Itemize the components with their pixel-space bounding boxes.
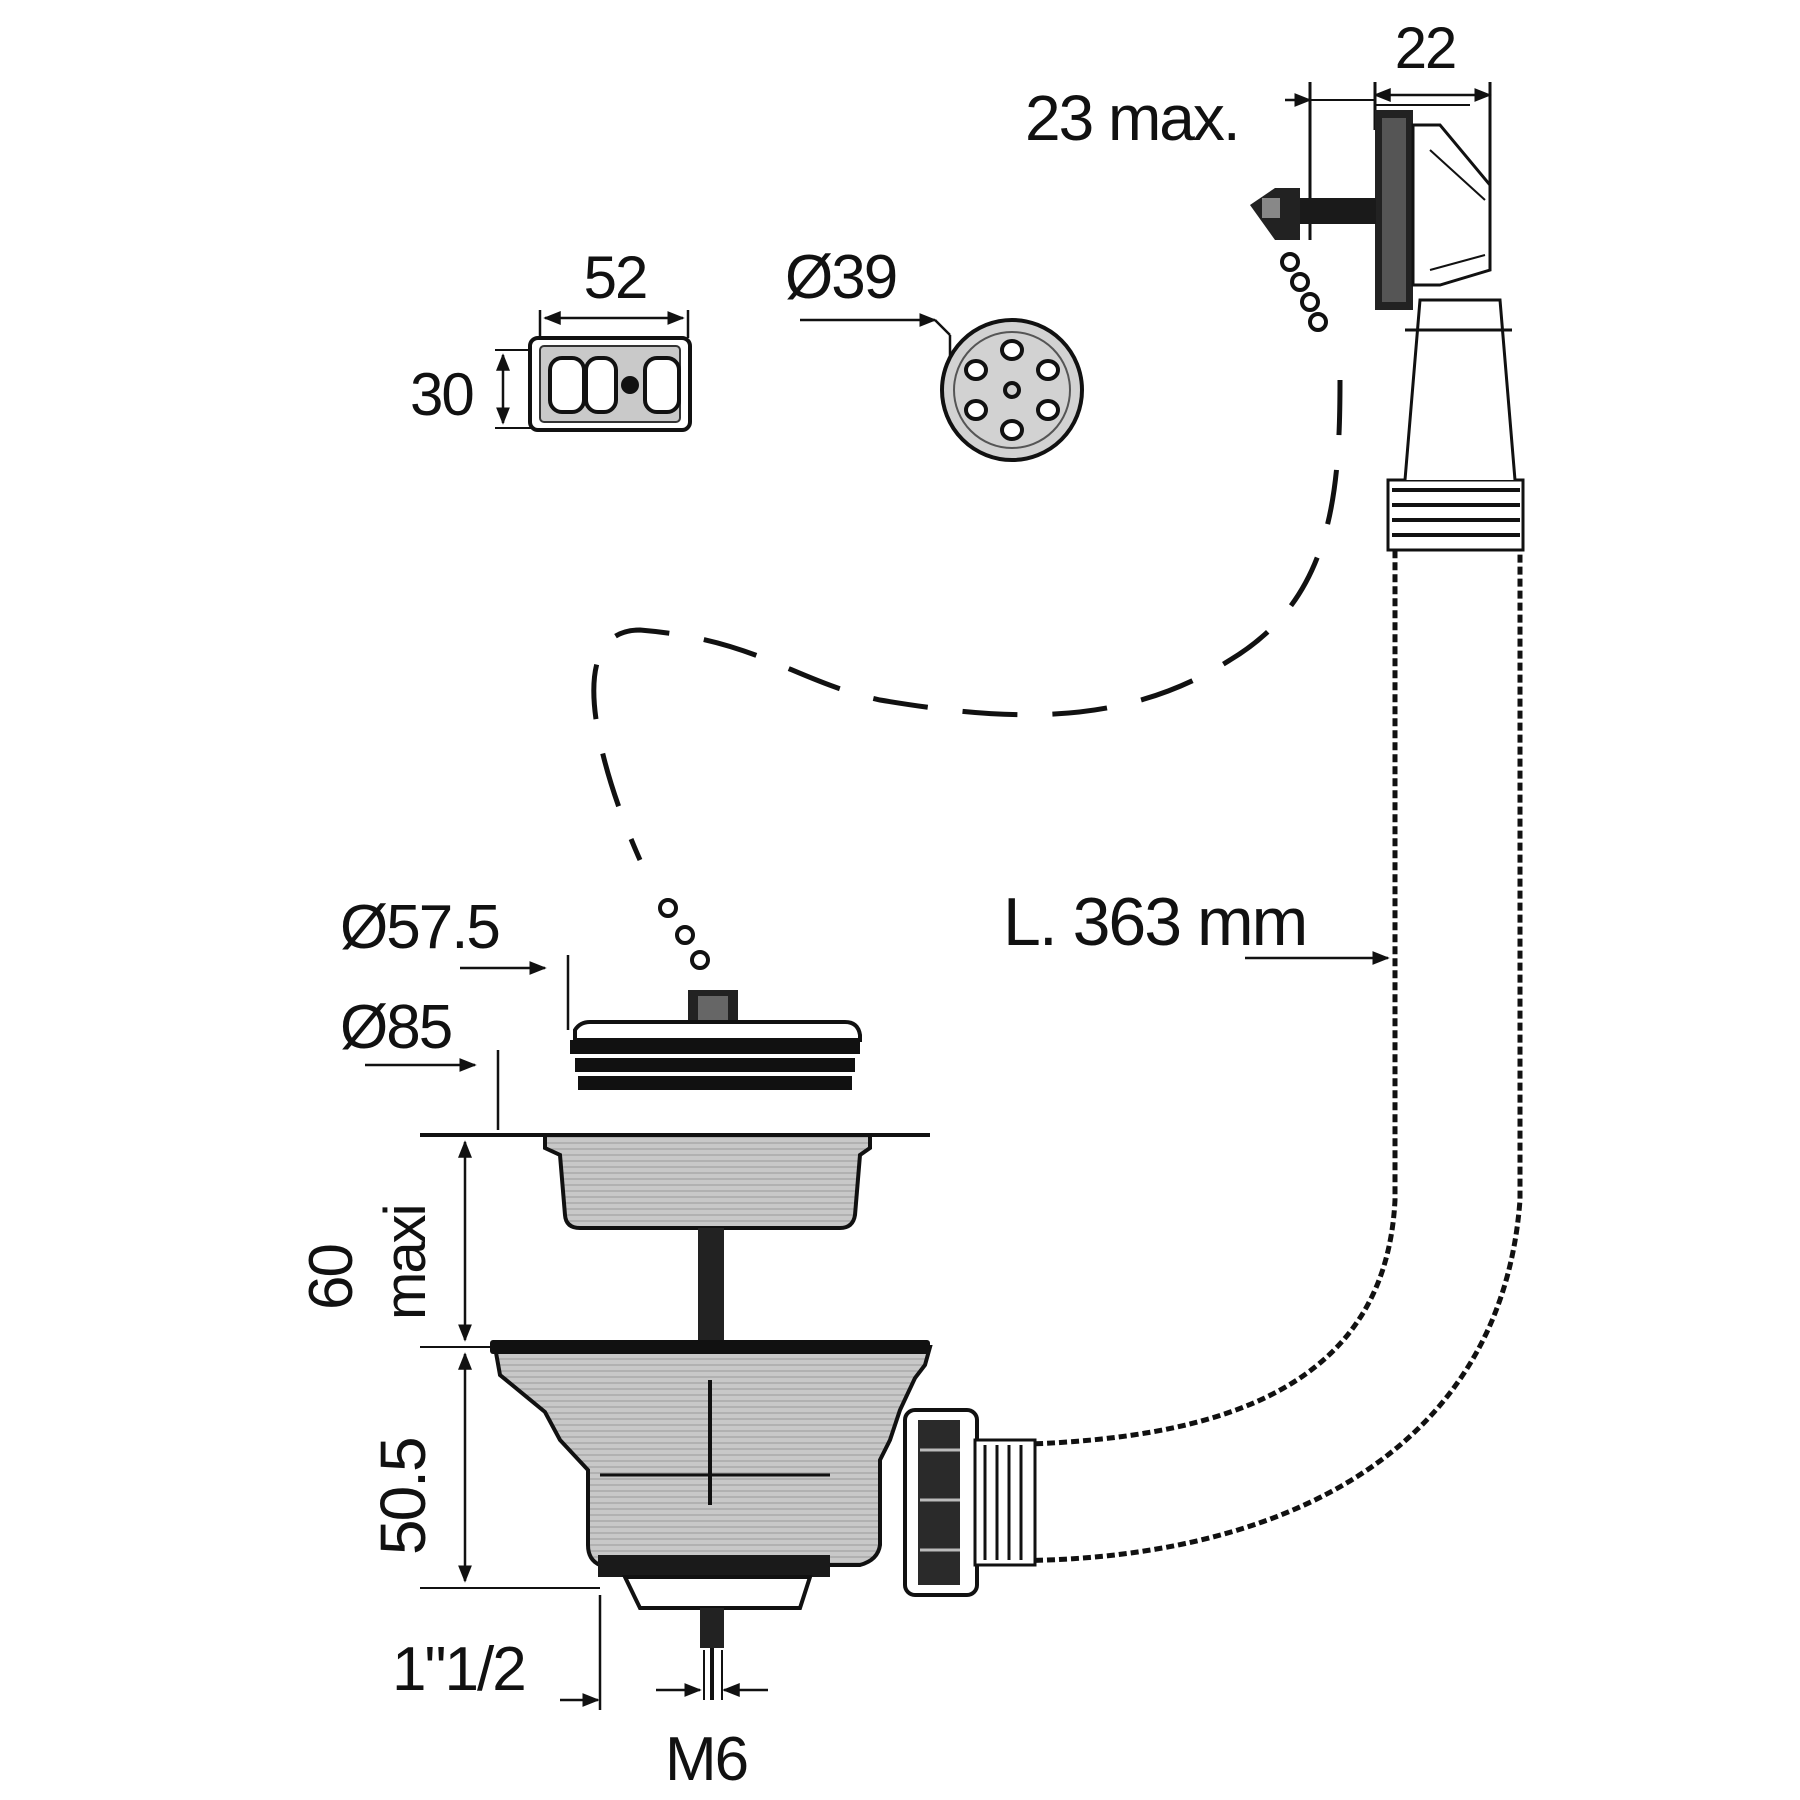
depth-max-suffix: maxi — [373, 1206, 438, 1320]
plug-icon — [365, 898, 862, 1130]
height-dimensions — [420, 1134, 602, 1710]
strainer-basket-icon — [420, 1133, 979, 1700]
depth-max-label: 60 — [297, 1245, 366, 1310]
body-height-label: 50.5 — [367, 1438, 439, 1555]
flange-diameter-label: Ø85 — [340, 993, 451, 1062]
rectangular-grid-icon — [495, 310, 692, 432]
plug-diameter-label: Ø57.5 — [340, 893, 499, 962]
overflow-diameter-label: Ø39 — [785, 243, 896, 312]
overflow-width-label: 22 — [1395, 16, 1456, 81]
corrugated-hose-icon — [973, 298, 1525, 1567]
chain-icon — [591, 379, 1343, 862]
overflow-outlet-icon — [1250, 82, 1492, 332]
overflow-max-label: 23 max. — [1025, 82, 1239, 154]
grid-height-label: 30 — [410, 361, 473, 428]
round-grid-icon — [800, 313, 1084, 462]
grid-width-label: 52 — [584, 244, 647, 311]
screw-thread-label: M6 — [665, 1725, 747, 1794]
outlet-thread-label: 1"1/2 — [392, 1635, 525, 1704]
hose-length-label: L. 363 mm — [1003, 884, 1306, 960]
